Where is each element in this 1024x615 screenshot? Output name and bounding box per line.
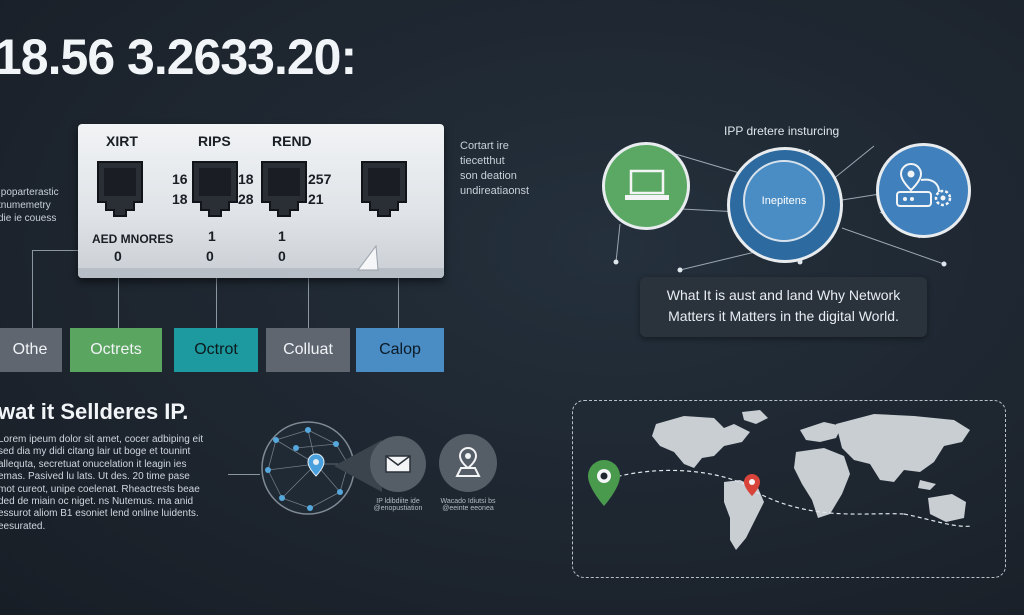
switch-note-line: undireatiaonst — [460, 185, 530, 197]
caption-mail: IP ldibdiite ide @enopustiation — [370, 498, 426, 512]
port-count: 0 — [206, 248, 214, 264]
location-person-circle — [439, 434, 497, 492]
callout-line: What It is aust and land Why Network — [666, 287, 901, 303]
ethernet-port-icon — [191, 160, 239, 218]
connector-line — [308, 278, 309, 328]
left-note: Ipoparterastic tnumemetry die ie couess — [0, 186, 59, 225]
caption-line: Wacado Idiutsi bs — [440, 498, 496, 505]
status-light-icon — [357, 244, 379, 271]
australia-shape — [928, 494, 966, 522]
box-octrot[interactable]: Octrot — [174, 328, 258, 372]
center-node: Inepitens — [743, 160, 825, 242]
port-count: 1 — [278, 228, 286, 244]
caption-location: Wacado Idiutsi bs @eeinte eeonea — [434, 498, 502, 512]
location-gear-circle — [876, 143, 971, 238]
caption-line: @enopustiation — [373, 505, 423, 512]
connector-line — [228, 474, 260, 475]
globe-network-icon — [261, 421, 355, 515]
lorem-line: ded de miain oc niget. ns Nutemus. ma an… — [0, 496, 194, 508]
north-america-shape — [652, 416, 750, 468]
europe-shape — [800, 422, 842, 442]
lorem-paragraph: Lorem ipeum dolor sit amet, cocer adbipi… — [0, 434, 223, 533]
green-map-pin-icon — [588, 460, 620, 506]
box-label: Octrot — [194, 341, 238, 358]
box-octrets[interactable]: Octrets — [70, 328, 162, 372]
south-america-shape — [724, 480, 764, 550]
port-count: 0 — [278, 248, 286, 264]
asia-shape — [836, 414, 970, 482]
lorem-line: sed dia my didi citang lair ut boge et t… — [0, 446, 191, 458]
lorem-line: eesurated. — [0, 520, 46, 532]
caption-line: IP ldibdiite ide — [376, 498, 420, 505]
port-count: 0 — [114, 248, 122, 264]
ethernet-port-icon — [260, 160, 308, 218]
network-heading: IPP dretere insturcing — [724, 124, 840, 138]
ethernet-port-icon — [96, 160, 144, 218]
ethernet-port-icon — [360, 160, 408, 218]
port-number: 18 — [238, 171, 254, 187]
switch-header: XIRT — [106, 133, 138, 149]
laptop-icon — [625, 169, 669, 200]
laptop-circle — [602, 142, 690, 230]
port-count: 1 — [208, 228, 216, 244]
center-node-label: Inepitens — [761, 195, 807, 207]
port-number: 18 — [172, 191, 188, 207]
box-label: Octrets — [90, 341, 142, 358]
switch-note: Cortart ire tiecetthut son deation undir… — [460, 139, 529, 199]
switch-base — [78, 268, 444, 278]
world-map — [588, 410, 973, 550]
connector-line — [32, 250, 78, 251]
mail-icon — [385, 455, 411, 473]
lorem-line: Lorem ipeum dolor sit amet, cocer adbipi… — [0, 434, 204, 445]
lorem-line: mot cureot, unipe coelenat. Rheactrests … — [0, 483, 200, 495]
switch-note-line: tiecetthut — [460, 155, 505, 167]
left-note-line: tnumemetry — [0, 200, 51, 211]
lorem-line: emas. Pasived lu lats. Ut des. 20 time p… — [0, 471, 190, 483]
red-map-pin-icon — [744, 474, 760, 496]
pointer-triangle — [334, 440, 382, 492]
route-line — [903, 513, 973, 527]
switch-header: REND — [272, 133, 312, 149]
africa-shape — [794, 448, 850, 518]
switch-header: RIPS — [198, 133, 231, 149]
box-label: Othe — [12, 341, 48, 358]
box-colluat[interactable]: Colluat — [266, 328, 350, 372]
port-number: 21 — [308, 191, 324, 207]
network-callout: What It is aust and land Why Network Mat… — [640, 277, 927, 337]
islands-shape — [918, 480, 936, 490]
section-heading: wat it Sellderes IP. — [0, 399, 189, 424]
location-person-icon — [455, 446, 481, 477]
box-label: Calop — [379, 341, 421, 358]
box-calop[interactable]: Calop — [356, 328, 444, 372]
left-note-line: die ie couess — [0, 213, 57, 224]
callout-line: Matters it Matters in the digital World. — [668, 308, 899, 324]
connector-line — [32, 250, 33, 328]
greenland-shape — [742, 410, 768, 424]
port-number: 16 — [172, 171, 188, 187]
switch-note-line: Cortart ire — [460, 140, 509, 152]
port-number: 28 — [238, 191, 254, 207]
connector-line — [118, 278, 119, 328]
port-number: 257 — [308, 171, 332, 187]
route-line — [755, 491, 905, 515]
network-switch-panel: XIRT RIPS REND 16 18 18 28 257 21 AED MN… — [78, 124, 444, 278]
box-othe[interactable]: Othe — [0, 328, 62, 372]
location-gear-icon — [896, 162, 952, 207]
mail-circle — [370, 436, 426, 492]
box-label: Colluat — [283, 341, 333, 358]
switch-note-line: son deation — [460, 170, 517, 182]
connector-line — [216, 278, 217, 328]
connector-line — [398, 278, 399, 328]
page-title: 18.56 3.2633.20: — [0, 29, 357, 85]
caption-line: @eeinte eeonea — [442, 505, 494, 512]
world-map-frame — [572, 400, 1006, 578]
left-note-line: Ipoparterastic — [0, 187, 59, 198]
lorem-line: essurot aliom B1 esoniet lend online lui… — [0, 508, 199, 520]
route-line — [603, 469, 753, 489]
switch-label: AED MNORES — [92, 232, 174, 246]
lorem-line: allequta, secretuat onucelation it leagi… — [0, 458, 187, 470]
